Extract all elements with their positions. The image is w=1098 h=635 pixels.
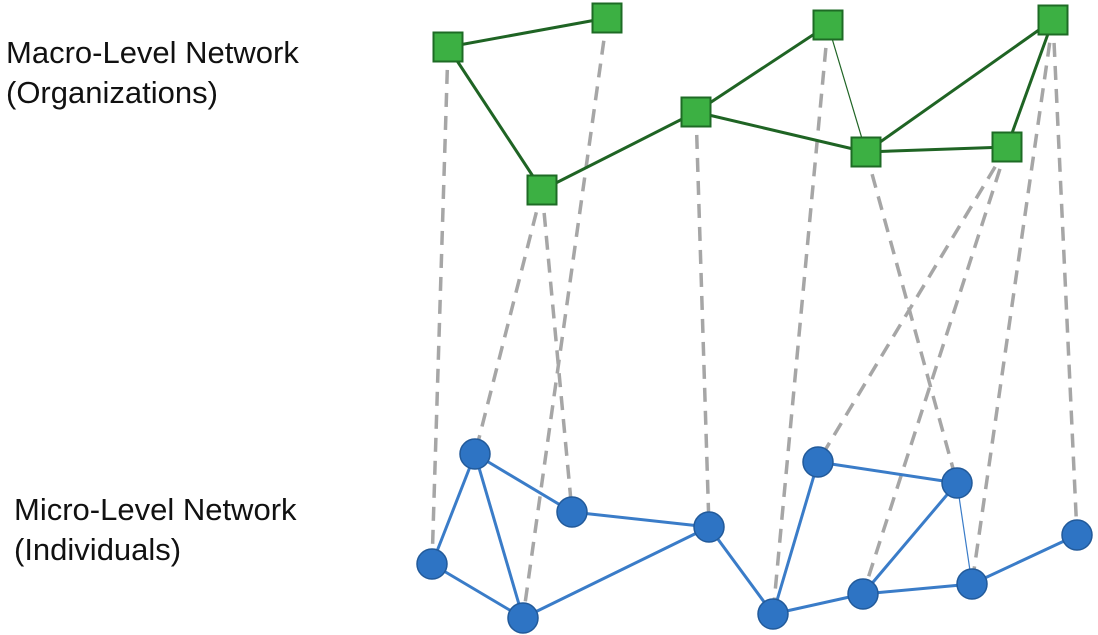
individual-node-i8 [847,578,879,610]
organization-nodes [432,2,1069,206]
org-edge-F-H [865,18,1054,154]
organization-node-B [591,2,623,34]
individual-edge-i8-i10 [862,582,973,596]
organization-node-A [432,31,464,63]
individual-node-i11 [1061,519,1093,551]
individual-node-i9 [941,467,973,499]
individual-node-i10 [956,568,988,600]
individual-node-i4 [556,496,588,528]
affiliation-link-D-i5 [694,111,711,528]
affiliation-links [430,17,1079,619]
organization-node-E [812,9,844,41]
individual-node-i6 [757,598,789,630]
micro-level-subtitle: (Individuals) [14,532,182,567]
org-edge-E-F [827,24,867,153]
affiliation-link-F-i9 [864,151,959,484]
individual-edge-i2-i3 [431,562,524,620]
affiliation-link-G-i8 [861,146,1009,595]
org-edge-D-F [695,110,867,154]
organization-node-G [991,131,1023,163]
affiliation-link-G-i7 [816,146,1009,463]
individual-node-i7 [802,446,834,478]
individual-edge-i3-i5 [522,525,710,620]
individual-edge-i1-i3 [473,453,525,619]
affiliation-link-C-i4 [540,189,574,513]
organization-node-D [680,96,712,128]
individual-edge-i8-i9 [861,482,959,595]
individual-node-i2 [416,548,448,580]
individual-edge-i7-i9 [817,460,958,485]
org-edge-F-G [865,145,1008,154]
affiliation-link-B-i3 [521,17,609,619]
org-edge-A-B [447,16,608,49]
macro-level-title: Macro-Level Network [6,35,299,70]
individual-node-i3 [507,602,539,634]
affiliation-link-E-i6 [771,24,830,615]
org-edge-D-E [695,23,829,114]
individual-edges [430,452,1078,620]
organization-node-H [1037,4,1069,36]
organization-edges [446,16,1055,192]
individual-edge-i6-i7 [771,461,820,615]
affiliation-link-C-i1 [473,189,544,455]
macro-level-label: Macro-Level Network (Organizations) [6,33,299,113]
affiliation-link-A-i2 [430,46,450,565]
org-edge-C-D [541,110,697,192]
individual-nodes [416,438,1093,634]
org-edge-A-C [446,46,544,191]
macro-level-subtitle: (Organizations) [6,75,218,110]
individual-edge-i5-i6 [707,526,775,615]
individual-edge-i10-i11 [971,533,1078,586]
individual-node-i1 [459,438,491,470]
affiliation-link-H-i10 [970,19,1055,585]
individual-edge-i1-i4 [474,452,573,514]
individual-edge-i1-i2 [430,453,477,565]
affiliation-link-H-i11 [1051,19,1079,536]
individual-node-i5 [693,511,725,543]
individual-edge-i4-i5 [571,510,710,529]
micro-level-label: Micro-Level Network (Individuals) [14,490,297,570]
organization-node-C [526,174,558,206]
individual-edge-i9-i10 [956,482,973,585]
org-edge-G-H [1005,19,1055,148]
micro-level-title: Micro-Level Network [14,492,297,527]
organization-node-F [850,136,882,168]
